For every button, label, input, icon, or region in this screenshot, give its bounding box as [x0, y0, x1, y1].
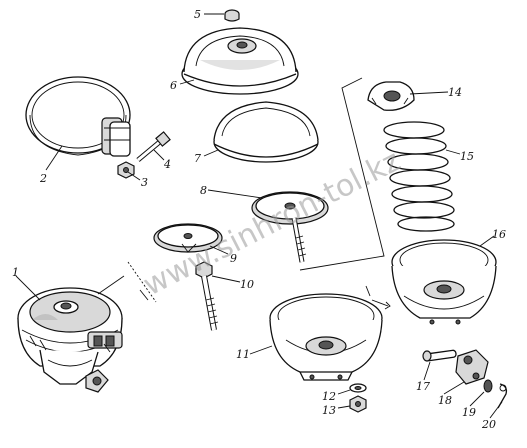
part-6-upper-cover [181, 27, 299, 95]
callout-5: 5 [194, 8, 201, 21]
callout-19: 19 [462, 406, 476, 419]
callout-1: 1 [12, 266, 19, 279]
part-17-pin [422, 349, 457, 362]
callout-8: 8 [200, 184, 207, 197]
callout-leaders [15, 13, 503, 419]
callout-10: 10 [240, 278, 254, 291]
callout-18: 18 [438, 394, 452, 407]
assembly-lines [97, 77, 391, 310]
part-18-clevis [455, 349, 489, 385]
callout-2: 2 [39, 172, 47, 185]
part-20-cotter-pin [497, 383, 508, 409]
callout-4: 4 [163, 158, 171, 171]
part-3-nut [117, 161, 135, 179]
callout-17: 17 [416, 380, 430, 393]
callout-13: 13 [322, 404, 336, 417]
part-7-diaphragm [213, 101, 319, 163]
part-15-spring [383, 121, 455, 232]
part-16-spring-housing [391, 239, 497, 325]
callout-15: 15 [460, 150, 474, 163]
part-13-nut [349, 395, 367, 413]
part-11-lower-housing [269, 293, 383, 381]
part-9-disc [153, 223, 223, 253]
callout-20: 20 [481, 418, 496, 431]
part-2-clamp-ring [25, 76, 131, 157]
callout-11: 11 [236, 348, 250, 361]
callout-6: 6 [170, 79, 177, 92]
part-19-washer [483, 379, 493, 393]
callout-12: 12 [322, 390, 336, 403]
callout-3: 3 [141, 176, 148, 189]
part-1-brake-chamber-assembly [17, 287, 123, 393]
callout-7: 7 [194, 152, 201, 165]
watermark-text: www.sinhron-tol.kz [138, 143, 406, 303]
part-4-bolt [136, 131, 171, 162]
part-10-long-bolt [195, 261, 219, 331]
callout-9: 9 [230, 252, 237, 265]
part-12-washer [349, 383, 367, 393]
callout-labels: 1 2 3 4 5 6 7 8 9 10 11 12 13 14 15 16 1… [12, 8, 506, 431]
callout-16: 16 [492, 228, 506, 241]
part-5-plug [224, 9, 240, 22]
callout-14: 14 [448, 86, 462, 99]
part-8-pressure-plate [251, 191, 329, 263]
part-14-spring-seat [367, 81, 415, 111]
